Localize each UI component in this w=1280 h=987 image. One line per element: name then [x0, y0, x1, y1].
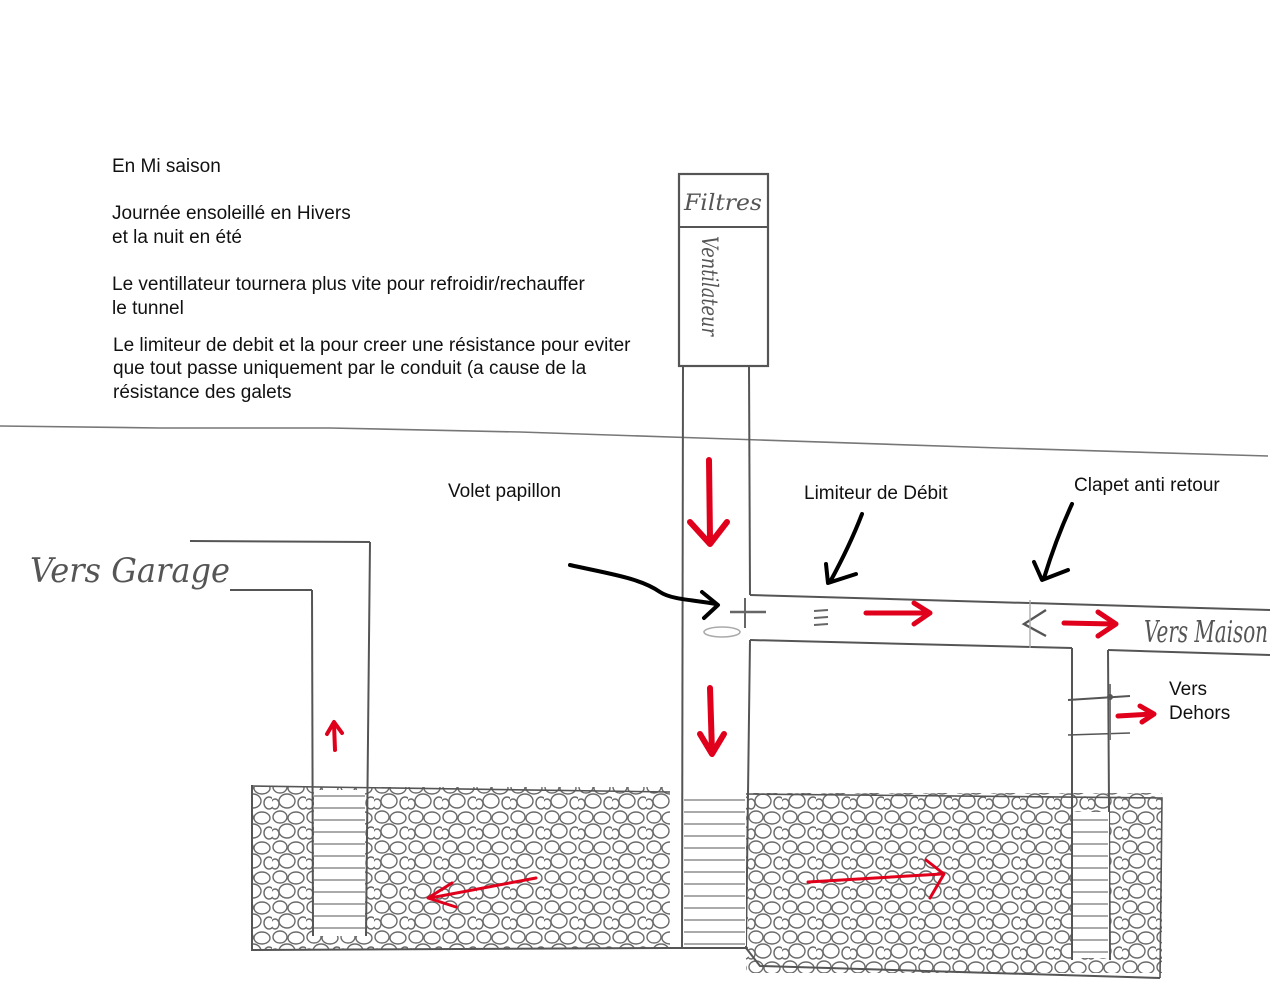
pipe-to-house: [749, 594, 1271, 656]
label-limiteur-debit: Limiteur de Débit: [804, 483, 948, 504]
notes-title: En Mi saison: [112, 156, 221, 177]
flow-arrow-right-gravel: [806, 858, 946, 900]
label-volet-papillon: Volet papillon: [448, 481, 562, 502]
handwritten-ventilateur: Ventilateur: [696, 236, 721, 337]
notes-line-5: Le limiteur de debit et la pour creer un…: [113, 335, 631, 356]
fan-unit: [677, 172, 770, 368]
notes-line-6: que tout passe uniquement par le conduit…: [113, 358, 587, 379]
flow-arrow-right-house: [1061, 609, 1119, 639]
flow-arrows: [325, 457, 1157, 909]
label-clapet-anti-retour: Clapet anti retour: [1074, 475, 1220, 496]
flow-limiter: [813, 609, 829, 626]
outdoor-damper: [1107, 684, 1113, 740]
check-valve: [1021, 600, 1047, 648]
pipe-to-garage: [189, 540, 371, 937]
notes-line-3: Le ventillateur tournera plus vite pour …: [112, 274, 585, 295]
pointer-limiteur: [824, 512, 864, 585]
pointer-clapet: [1032, 502, 1074, 582]
notes-line-2: et la nuit en été: [112, 227, 242, 248]
notes-line-7: résistance des galets: [113, 382, 292, 403]
handwritten-vers-maison: Vers Maison: [1144, 615, 1268, 650]
notes-line-4: le tunnel: [112, 298, 184, 319]
flow-arrow-down-bottom: [697, 685, 727, 757]
vertical-inlet-pipe: [681, 365, 751, 949]
flow-arrow-left-gravel: [426, 876, 538, 909]
outlet-pipe-right: [1067, 648, 1131, 961]
handwritten-vers-garage: Vers Garage: [30, 551, 230, 591]
label-vers-dehors-1: Vers: [1169, 679, 1208, 700]
flow-arrow-down-top: [687, 457, 730, 547]
flow-arrow-right-limiter: [863, 600, 933, 627]
pointer-arrows: [568, 502, 1074, 620]
ground-line: [0, 425, 1269, 457]
pointer-volet: [568, 563, 720, 620]
label-vers-dehors-2: Dehors: [1169, 703, 1231, 724]
flow-arrow-up-garage: [325, 720, 344, 752]
flow-arrow-outside: [1115, 703, 1157, 725]
notes-line-1: Journée ensoleillé en Hivers: [112, 203, 351, 224]
handwritten-filtres: Filtres: [683, 191, 762, 216]
butterfly-valve: [703, 598, 766, 638]
